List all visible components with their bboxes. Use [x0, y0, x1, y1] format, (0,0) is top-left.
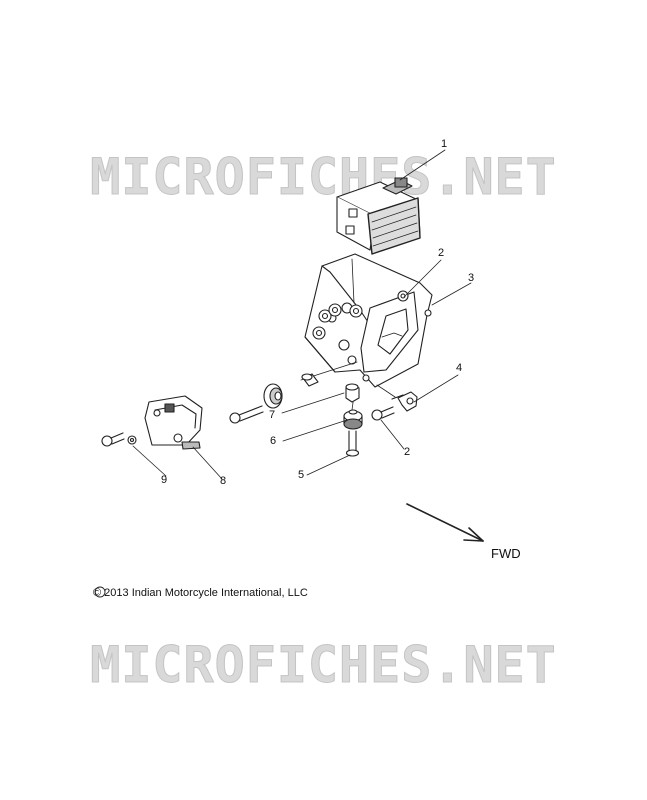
forward-arrow-icon [406, 503, 484, 542]
fwd-label: FWD [491, 546, 521, 561]
leader-lines [132, 149, 472, 480]
copyright-circle [94, 586, 106, 598]
grommet-part-6 [343, 409, 363, 430]
grommet-left [263, 383, 283, 409]
callout-2-lower: 2 [404, 446, 411, 458]
mount-part-8 [144, 395, 203, 450]
watermark-top: MICROFICHES.NET [90, 148, 557, 207]
callout-2-upper: 2 [438, 247, 445, 259]
bracket-part [304, 253, 433, 388]
callout-5: 5 [298, 469, 305, 481]
callout-6: 6 [270, 435, 277, 447]
abs-module-part [336, 177, 421, 255]
callout-7: 7 [269, 409, 276, 421]
bolt-part-5 [345, 430, 360, 457]
copyright-text: © 2013 Indian Motorcycle International, … [93, 587, 308, 599]
clip-part-4 [391, 391, 418, 412]
fasteners-part-9 [101, 432, 137, 447]
callout-8: 8 [220, 475, 227, 487]
callout-4: 4 [456, 362, 463, 374]
bracket-fasteners [312, 290, 409, 340]
bolt-part-2-lower [371, 406, 395, 421]
bolt-left [229, 405, 264, 424]
spacer-left [301, 373, 319, 387]
callout-9: 9 [161, 474, 168, 486]
spacer-part-7 [345, 383, 360, 403]
watermark-bottom: MICROFICHES.NET [90, 636, 557, 695]
callout-1: 1 [441, 138, 448, 150]
callout-3: 3 [468, 272, 475, 284]
